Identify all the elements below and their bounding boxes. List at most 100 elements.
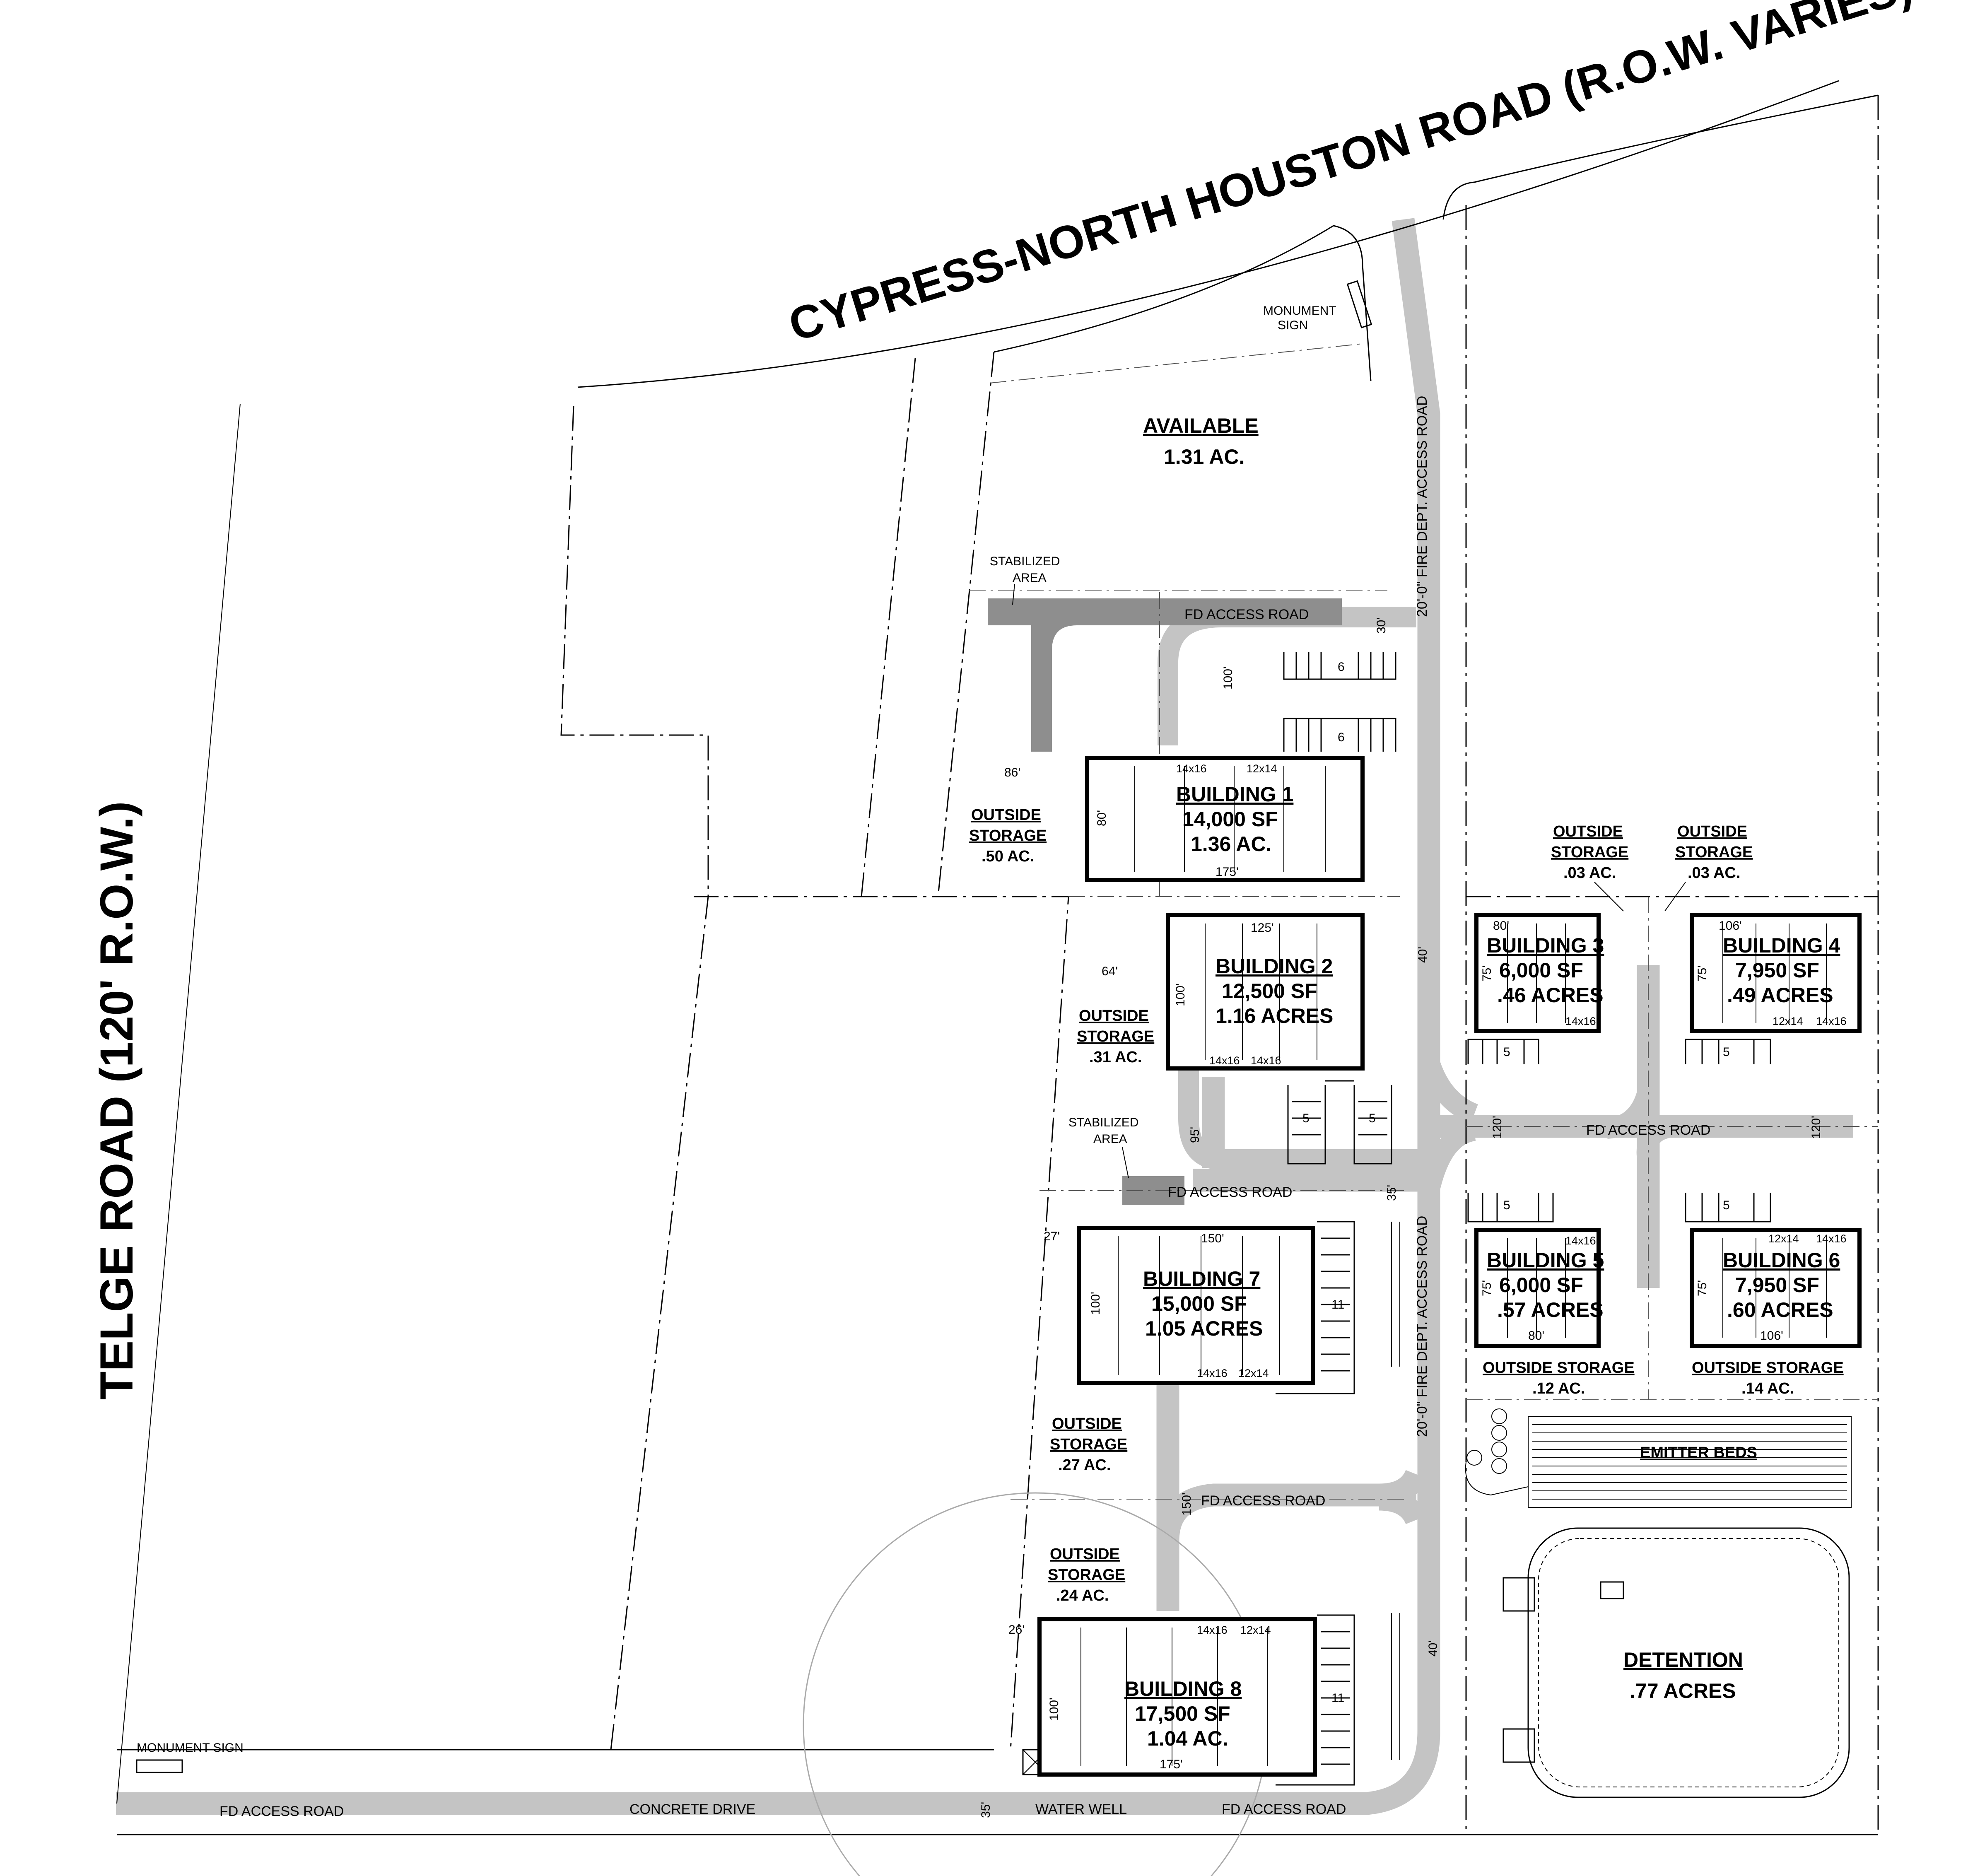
building-4-dim-w: 106' — [1719, 919, 1742, 933]
storage-b8-l1: OUTSIDE — [1050, 1546, 1120, 1563]
building-1-door-2: 12x14 — [1247, 762, 1277, 775]
building-4-title: BUILDING 4 — [1723, 934, 1840, 957]
road-west-label: TELGE ROAD (120' R.O.W.) — [91, 801, 142, 1400]
emitter-beds — [1465, 1408, 1852, 1508]
storage-b2-l1: OUTSIDE — [1079, 1007, 1149, 1025]
available-area: 1.31 AC. — [1164, 445, 1244, 468]
fd-road-label-5: FD ACCESS ROAD — [219, 1804, 344, 1819]
stabilized-label-2: AREA — [1013, 571, 1047, 585]
lot-lines — [116, 80, 1879, 1835]
building-5 — [1474, 1228, 1601, 1348]
svg-text:26': 26' — [1008, 1623, 1025, 1637]
storage-b4-l2: STORAGE — [1675, 844, 1753, 861]
storage-b1-l2: STORAGE — [969, 827, 1047, 844]
storage-b6-area: .14 AC. — [1741, 1380, 1794, 1397]
monument-sign-north-label-2: SIGN — [1278, 318, 1308, 332]
buildings — [1037, 756, 1862, 1777]
storage-b7-l1: OUTSIDE — [1052, 1415, 1122, 1432]
building-7-door-1: 14x16 — [1197, 1367, 1228, 1379]
building-2-acres: 1.16 ACRES — [1216, 1004, 1333, 1027]
detention-pond — [1503, 1527, 1850, 1798]
storage-b1-area: .50 AC. — [982, 848, 1034, 865]
building-1-title: BUILDING 1 — [1176, 783, 1293, 806]
building-7 — [1077, 1226, 1315, 1385]
building-2-dim-w: 125' — [1251, 921, 1274, 935]
building-5-dim-w: 80' — [1528, 1329, 1544, 1343]
building-8-dim-w: 175' — [1160, 1758, 1183, 1771]
svg-text:5: 5 — [1723, 1045, 1730, 1059]
svg-text:64': 64' — [1102, 965, 1118, 978]
svg-text:11: 11 — [1331, 1298, 1344, 1312]
concrete-drive-label: CONCRETE DRIVE — [629, 1801, 755, 1817]
building-7-sf: 15,000 SF — [1151, 1292, 1247, 1315]
building-1-door-1: 14x16 — [1176, 762, 1207, 775]
building-7-door-2: 12x14 — [1238, 1367, 1269, 1379]
fire-road-north-label: 20'-0" FIRE DEPT. ACCESS ROAD — [1414, 396, 1430, 617]
building-5-acres: .57 ACRES — [1497, 1298, 1604, 1321]
building-2-sf: 12,500 SF — [1222, 979, 1317, 1003]
building-8 — [1037, 1617, 1317, 1777]
available-title: AVAILABLE — [1143, 414, 1259, 437]
storage-b3-area: .03 AC. — [1563, 864, 1616, 882]
road-north-label: CYPRESS-NORTH HOUSTON ROAD (R.O.W. VARIE… — [783, 0, 1917, 351]
building-3 — [1474, 913, 1601, 1033]
fd-road-label-4: FD ACCESS ROAD — [1201, 1493, 1325, 1509]
building-1 — [1085, 756, 1365, 882]
parking-counts: 6 6 5 5 5 5 5 5 11 11 — [1302, 660, 1730, 1705]
outside-storage-labels: OUTSIDE STORAGE .50 AC. OUTSIDE STORAGE … — [969, 806, 1844, 1604]
building-8-door-2: 12x14 — [1240, 1624, 1271, 1636]
svg-text:6: 6 — [1338, 660, 1345, 674]
building-1-acres: 1.36 AC. — [1191, 832, 1271, 856]
storage-b8-l2: STORAGE — [1048, 1566, 1125, 1584]
building-6-door-1: 12x14 — [1768, 1232, 1799, 1245]
building-4-acres: .49 ACRES — [1727, 984, 1833, 1007]
fd-road-label-6: FD ACCESS ROAD — [1222, 1801, 1346, 1817]
building-6 — [1690, 1228, 1862, 1348]
building-5-door: 14x16 — [1565, 1235, 1596, 1247]
building-8-title: BUILDING 8 — [1124, 1677, 1242, 1700]
building-5-dim-h: 75' — [1480, 1280, 1494, 1296]
monument-sign-north-icon — [1346, 280, 1372, 328]
svg-text:40': 40' — [1416, 947, 1430, 963]
monument-sign-west-label: MONUMENT SIGN — [137, 1741, 244, 1755]
building-3-sf: 6,000 SF — [1499, 959, 1583, 982]
building-1-sf: 14,000 SF — [1182, 808, 1278, 831]
svg-text:95': 95' — [1188, 1127, 1202, 1143]
building-6-sf: 7,950 SF — [1735, 1273, 1819, 1297]
building-2-title: BUILDING 2 — [1216, 955, 1333, 978]
fire-road-south-label: 20'-0" FIRE DEPT. ACCESS ROAD — [1414, 1216, 1430, 1437]
building-3-acres: .46 ACRES — [1497, 984, 1604, 1007]
fd-road-label-3: FD ACCESS ROAD — [1586, 1122, 1710, 1138]
storage-b3-l1: OUTSIDE — [1553, 823, 1623, 840]
building-3-title: BUILDING 3 — [1487, 934, 1604, 957]
building-2-dim-h: 100' — [1174, 983, 1187, 1006]
building-4-sf: 7,950 SF — [1735, 959, 1819, 982]
svg-text:5: 5 — [1302, 1112, 1310, 1125]
dimension-labels: 100' 86' 64' 30' 40' 40' 35' 35' 95' 27'… — [979, 617, 1823, 1818]
building-2-door-2: 14x16 — [1251, 1054, 1281, 1067]
storage-b6-label: OUTSIDE STORAGE — [1692, 1359, 1844, 1377]
stabilized-label-4: AREA — [1093, 1132, 1127, 1146]
storage-b7-l2: STORAGE — [1050, 1436, 1127, 1453]
stabilized-areas — [988, 598, 1342, 1205]
svg-text:27': 27' — [1044, 1230, 1060, 1243]
storage-b2-area: .31 AC. — [1089, 1049, 1142, 1066]
detention-area: .77 ACRES — [1630, 1679, 1736, 1702]
building-4-dim-h: 75' — [1695, 965, 1709, 981]
svg-text:5: 5 — [1503, 1198, 1510, 1212]
emitter-beds-label: EMITTER BEDS — [1640, 1444, 1757, 1461]
svg-text:5: 5 — [1503, 1045, 1510, 1059]
svg-text:120': 120' — [1490, 1116, 1504, 1139]
building-1-dim-h: 80' — [1095, 810, 1109, 826]
building-6-title: BUILDING 6 — [1723, 1249, 1840, 1272]
detention-title: DETENTION — [1623, 1648, 1743, 1671]
svg-text:86': 86' — [1004, 766, 1020, 779]
svg-text:40': 40' — [1426, 1640, 1440, 1657]
building-4 — [1690, 913, 1862, 1033]
building-1-dim-w: 175' — [1216, 865, 1239, 879]
building-3-dim-h: 75' — [1480, 965, 1494, 981]
building-7-acres: 1.05 ACRES — [1145, 1317, 1263, 1340]
storage-b8-area: .24 AC. — [1056, 1587, 1109, 1604]
building-6-dim-w: 106' — [1760, 1329, 1783, 1343]
